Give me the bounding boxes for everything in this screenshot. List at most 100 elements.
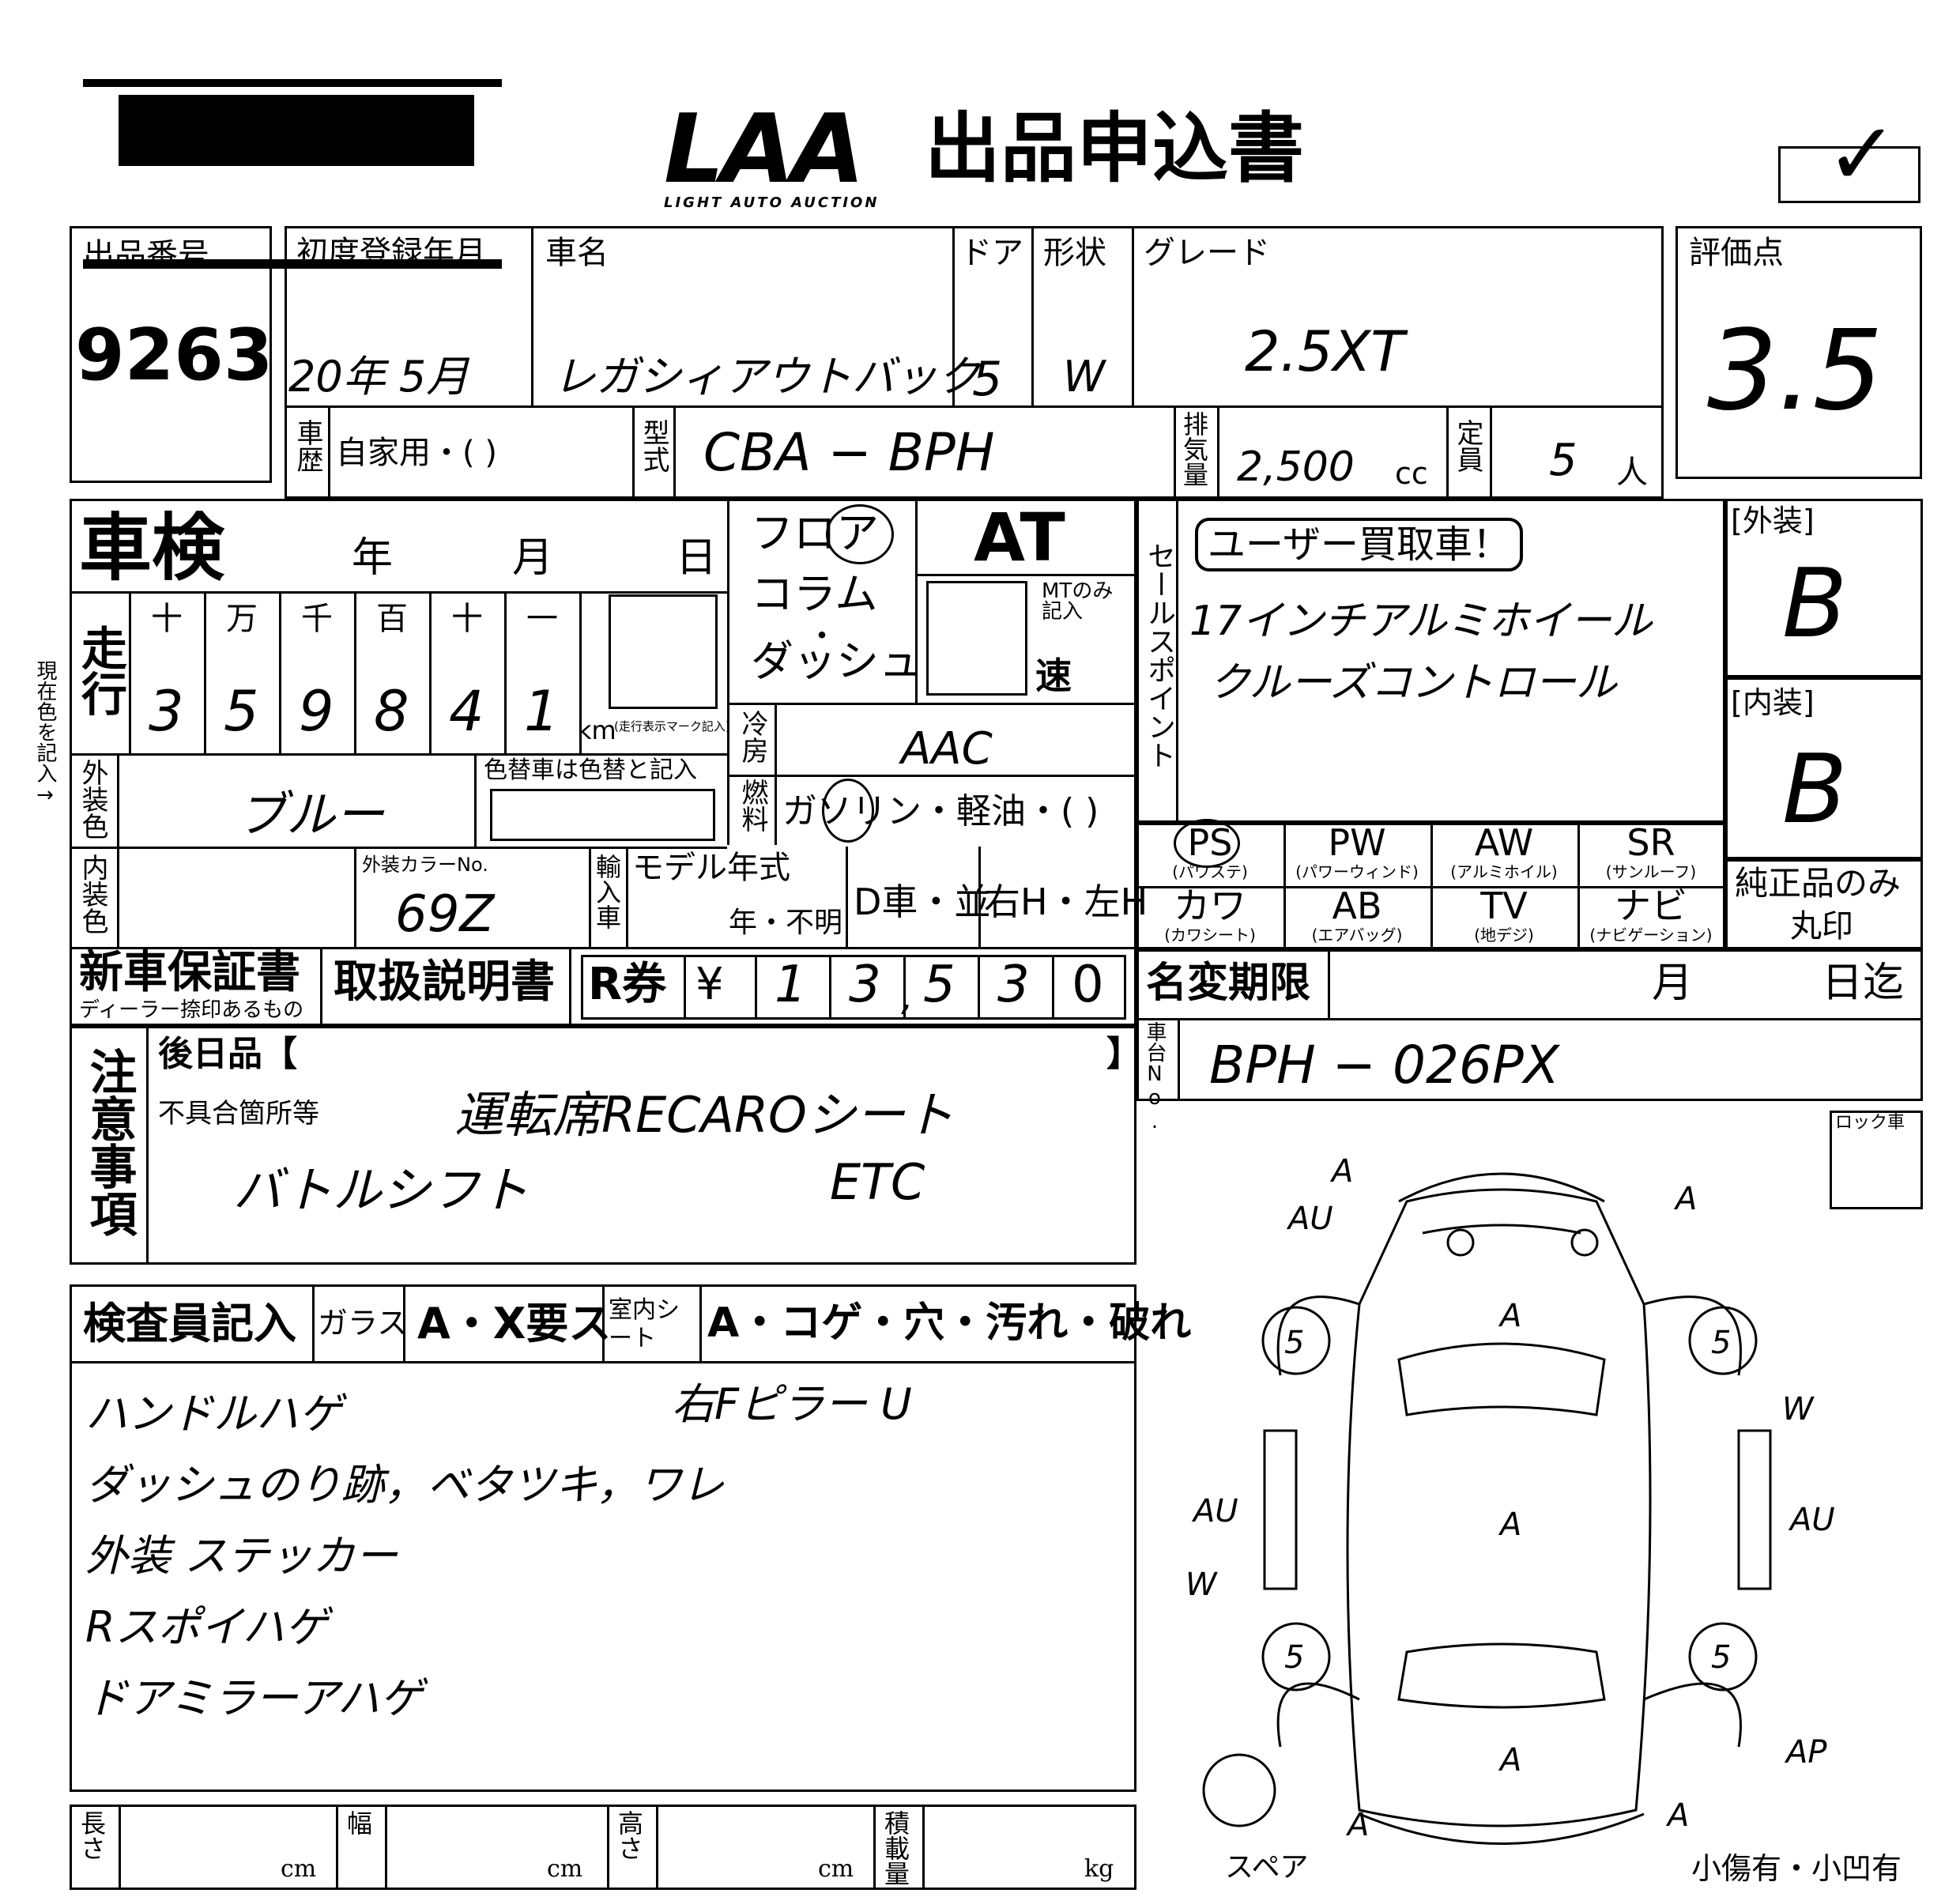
equipment-code[interactable]: AW: [1474, 821, 1534, 864]
diagram-mark: AU: [1788, 1502, 1835, 1538]
handle-option[interactable]: 右H・左H: [984, 881, 1148, 923]
notes-label: 注意事項: [81, 1047, 137, 1237]
notes-line-1: 運転席RECAROシート: [454, 1086, 954, 1144]
user-buyout-badge: ユーザー買取車！: [1195, 518, 1524, 571]
defects-label: 不具合箇所等: [158, 1098, 319, 1130]
equipment-sub: (エアバッグ): [1311, 926, 1403, 945]
recycle-digit: 1: [775, 956, 807, 1014]
model-year-unknown: 年・不明: [729, 907, 843, 939]
mileage-digit: 3: [149, 679, 184, 744]
inspection-month: 月: [512, 534, 554, 582]
diagram-mark: 5: [1284, 1325, 1304, 1361]
capacity-unit: 人: [1616, 454, 1648, 491]
model-code-value: CBA − BPH: [703, 422, 995, 483]
int-grade-box: [1725, 677, 1923, 859]
capacity-label: 定員: [1452, 419, 1483, 473]
recycle-box: [581, 955, 1126, 1020]
equipment-code[interactable]: カワ: [1174, 884, 1246, 927]
color-no-value: 69Z: [395, 885, 495, 944]
mileage-label: 走行: [74, 624, 127, 716]
spare-label: スペア: [1225, 1851, 1309, 1884]
lot-box: [70, 226, 272, 483]
dealer-option[interactable]: D車・並: [854, 881, 991, 923]
ext-grade-label: [外装]: [1731, 503, 1815, 538]
equipment-code[interactable]: ナビ: [1615, 884, 1687, 927]
mileage-km: km: [577, 715, 616, 745]
score-label: 評価点: [1689, 235, 1784, 271]
chassis-label: 車台No.: [1143, 1021, 1167, 1133]
equipment-code[interactable]: AB: [1332, 884, 1382, 927]
displacement-label: 排気量: [1179, 411, 1209, 487]
lot-number: 9263: [75, 314, 273, 397]
recycle-digit: 0: [1072, 956, 1104, 1014]
check-mark: ✓: [1826, 104, 1899, 205]
genuine-only-line2: 丸印: [1790, 908, 1853, 945]
mileage-mark-box[interactable]: [609, 594, 718, 709]
car-name-label: 車名: [545, 235, 609, 271]
shift-column[interactable]: コラム: [751, 569, 878, 619]
exterior-color-value: ブルー: [237, 786, 385, 843]
grade-label: グレード: [1144, 235, 1270, 271]
interior-seat-value[interactable]: A・コゲ・穴・汚れ・破れ: [707, 1299, 1192, 1347]
diagram-mark: A: [1498, 1298, 1521, 1334]
shift-dash[interactable]: ダッシュ: [751, 636, 922, 686]
mileage-digit: 9: [299, 679, 334, 744]
equipment-code[interactable]: PW: [1328, 821, 1386, 864]
name-change-label: 名変期限: [1146, 960, 1311, 1007]
mileage-km-note: (走行表示マーク記入): [614, 719, 730, 734]
shape-value: W: [1063, 352, 1106, 402]
int-grade-label: [内装]: [1731, 685, 1815, 720]
diagram-mark: W: [1782, 1391, 1815, 1427]
mt-speed: 速: [1035, 654, 1072, 697]
inspector-label: 検査員記入: [83, 1299, 296, 1348]
lock-car-label: ロック車: [1835, 1113, 1905, 1133]
form-title: 出品申込書: [925, 104, 1304, 193]
inspector-line: 外装 ステッカー: [85, 1531, 398, 1581]
score-box: [1675, 226, 1922, 479]
displacement-value: 2,500: [1237, 443, 1355, 491]
sales-point-line-2: クルーズコントロール: [1209, 659, 1617, 707]
diagram-mark: W: [1185, 1567, 1218, 1603]
model-year-label: モデル年式: [632, 850, 790, 886]
warranty-label[interactable]: 新車保証書: [79, 947, 300, 998]
cooler-value: AAC: [901, 723, 993, 775]
fuel-label: 燃料: [737, 779, 768, 832]
lock-car-box[interactable]: [1830, 1111, 1923, 1209]
history-label: 車歴: [292, 419, 323, 473]
inspector-line: ダッシュのり跡，ベタツキ，ワレ: [85, 1460, 725, 1510]
chassis-box: [1136, 1018, 1923, 1101]
mileage-unit-label: 十: [451, 601, 483, 637]
color-change-note: 色替車は色替と記入: [484, 756, 697, 784]
check-box[interactable]: [1778, 146, 1920, 203]
mileage-unit-label: 十: [151, 601, 183, 637]
model-code-label: 型式: [638, 419, 669, 473]
recycle-digit: 5: [923, 956, 956, 1014]
inspector-line: Rスポイハゲ: [85, 1602, 328, 1652]
shift-dot: ・: [806, 618, 838, 654]
manual-label[interactable]: 取扱説明書: [334, 956, 555, 1008]
dimension-unit: cm: [547, 1855, 583, 1883]
capacity-value: 5: [1549, 435, 1577, 486]
dimension-unit: cm: [281, 1855, 317, 1883]
equipment-sub: (パワステ): [1172, 862, 1248, 881]
auction-logo: LAA LIGHT AUTO AUCTION: [664, 95, 880, 212]
equipment-code[interactable]: SR: [1626, 821, 1675, 864]
mileage-unit-label: 万: [226, 601, 258, 637]
color-no-label: 外装カラーNo.: [362, 854, 488, 876]
ext-grade-box: [1725, 499, 1923, 677]
glass-value[interactable]: A・X要ス: [417, 1299, 612, 1348]
transmission-at[interactable]: AT: [974, 499, 1065, 576]
diagram-mark: 5: [1711, 1325, 1731, 1361]
equipment-code[interactable]: TV: [1480, 884, 1528, 927]
inspector-line: ドアミラーアハゲ: [85, 1673, 423, 1723]
car-diagram: A A AU 5 5 A W AU A AU W 5 5 A AP A A: [1185, 1153, 1835, 1845]
diagram-mark: A: [1498, 1742, 1521, 1778]
mileage-digit: 5: [224, 679, 259, 744]
equipment-sub: (地デジ): [1474, 926, 1534, 945]
color-change-box[interactable]: [490, 789, 715, 841]
cooler-label: 冷房: [737, 710, 768, 764]
later-items: 後日品【: [158, 1034, 297, 1074]
diagram-mark: A: [1498, 1507, 1521, 1543]
name-change-day: 日迄: [1822, 960, 1905, 1007]
mt-speed-box[interactable]: [926, 581, 1027, 696]
